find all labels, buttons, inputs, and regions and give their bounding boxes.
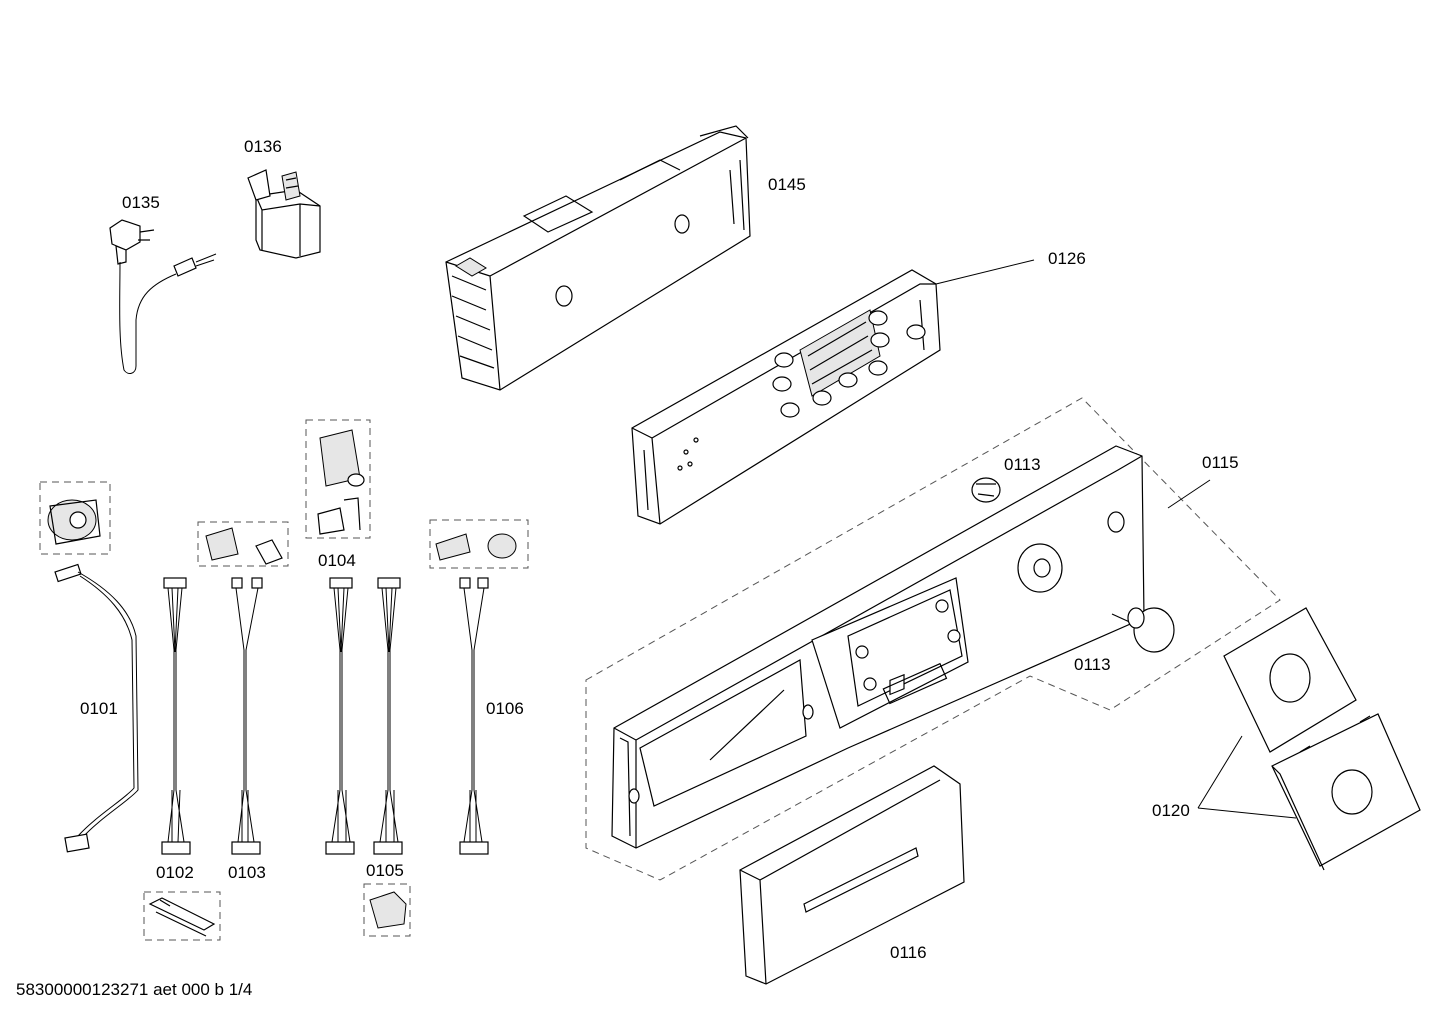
part-0105-harness (373, 577, 403, 855)
label-0106: 0106 (486, 699, 524, 718)
part-0120-cover-plate-a (1223, 607, 1357, 753)
leader-0126 (935, 259, 1035, 285)
label-0113-bottom: 0113 (1074, 655, 1111, 674)
part-0103-harness (231, 577, 263, 855)
label-0116: 0116 (890, 943, 927, 962)
part-0103-valve (205, 527, 283, 565)
label-0135: 0135 (122, 193, 160, 212)
part-0136-interference-filter (247, 169, 321, 259)
label-0126: 0126 (1048, 249, 1086, 268)
part-0145-module-housing (445, 125, 751, 391)
part-0104-harness (325, 577, 355, 855)
label-0104: 0104 (318, 551, 356, 570)
part-0115-group-outline (585, 397, 1281, 881)
part-0102-heater (148, 897, 216, 937)
part-0106-sensor-outline (429, 519, 529, 569)
part-0105-door-lock (369, 891, 407, 929)
part-0102-heater-outline (143, 891, 221, 941)
part-0104-pump-outline (305, 419, 371, 539)
label-0145: 0145 (768, 175, 806, 194)
label-0113-top: 0113 (1004, 455, 1041, 474)
label-0120: 0120 (1152, 801, 1190, 820)
leader-0115 (1167, 479, 1211, 509)
label-0105: 0105 (366, 861, 404, 880)
part-0120-cover-plate-b (1271, 713, 1421, 871)
part-0102-harness (161, 577, 191, 855)
part-0135-power-cord (109, 219, 217, 374)
part-0113-knob-large (1111, 607, 1175, 653)
part-0116-drawer-handle (739, 765, 965, 985)
label-0103: 0103 (228, 863, 266, 882)
label-0136: 0136 (244, 137, 282, 156)
part-0101-motor (47, 499, 101, 545)
label-0101: 0101 (80, 699, 118, 718)
board-buttons (772, 310, 926, 418)
label-0115: 0115 (1202, 453, 1239, 472)
part-0105-door-lock-outline (363, 883, 411, 937)
part-0106-harness (459, 577, 489, 855)
part-0104-pump (317, 429, 365, 535)
drawing-reference-footer: 58300000123271 aet 000 b 1/4 (16, 980, 253, 999)
part-0126-control-board (631, 269, 941, 525)
part-0101-harness (54, 563, 139, 853)
leader-0120 (1197, 735, 1297, 819)
label-0102: 0102 (156, 863, 194, 882)
part-0106-sensor (435, 533, 517, 561)
part-0103-valve-outline (197, 521, 289, 567)
part-0115-fascia-panel (611, 445, 1145, 849)
part-0113-knob-small (971, 477, 1001, 503)
